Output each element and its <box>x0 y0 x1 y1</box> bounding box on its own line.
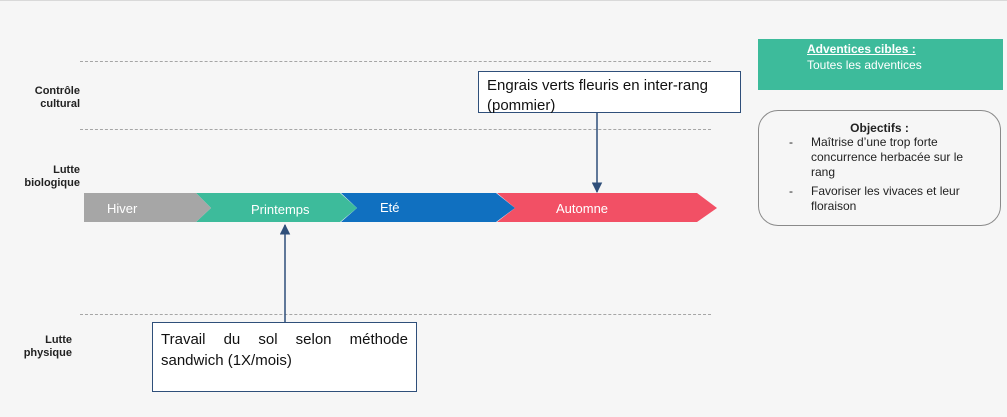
objectif-item: -Maîtrise d’une trop forte concurrence h… <box>789 135 964 179</box>
divider-bottom <box>80 314 711 315</box>
row-label-controle-cultural: Contrôle cultural <box>34 85 80 110</box>
divider-top <box>80 61 711 62</box>
divider-middle <box>80 129 711 130</box>
objectif-item: -Favoriser les vivaces et leur floraison <box>789 184 960 213</box>
season-printemps-label: Printemps <box>251 202 310 217</box>
objectifs-list: -Maîtrise d’une trop forte concurrence h… <box>789 135 979 218</box>
adventices-cibles-title: Adventices cibles : <box>807 42 916 56</box>
season-hiver-label: Hiver <box>107 201 138 216</box>
adventices-cibles-value: Toutes les adventices <box>807 58 922 72</box>
season-printemps-shape <box>196 193 357 222</box>
season-automne-label: Automne <box>556 201 608 216</box>
objectif-item-text: Maîtrise d’une trop forte concurrence he… <box>811 135 964 179</box>
objectifs-panel: Objectifs : -Maîtrise d’une trop forte c… <box>758 110 1001 226</box>
top-border <box>0 0 1007 1</box>
objectifs-title: Objectifs : <box>850 121 909 135</box>
season-automne-shape <box>497 193 717 222</box>
season-hiver-shape <box>84 193 211 222</box>
engrais-verts-box: Engrais verts fleuris en inter-rang (pom… <box>478 71 741 114</box>
season-ete-shape <box>341 193 515 222</box>
objectif-item-text: Favoriser les vivaces et leur floraison <box>811 184 960 213</box>
row-label-lutte-physique: Lutte physique <box>23 334 72 359</box>
season-ete-label: Eté <box>380 200 400 215</box>
row-label-lutte-biologique: Lutte biologique <box>24 164 80 189</box>
adventices-cibles-panel: Adventices cibles : Toutes les adventice… <box>758 39 1003 90</box>
travail-du-sol-box: Travail du sol selon méthode sandwich (1… <box>152 322 417 392</box>
